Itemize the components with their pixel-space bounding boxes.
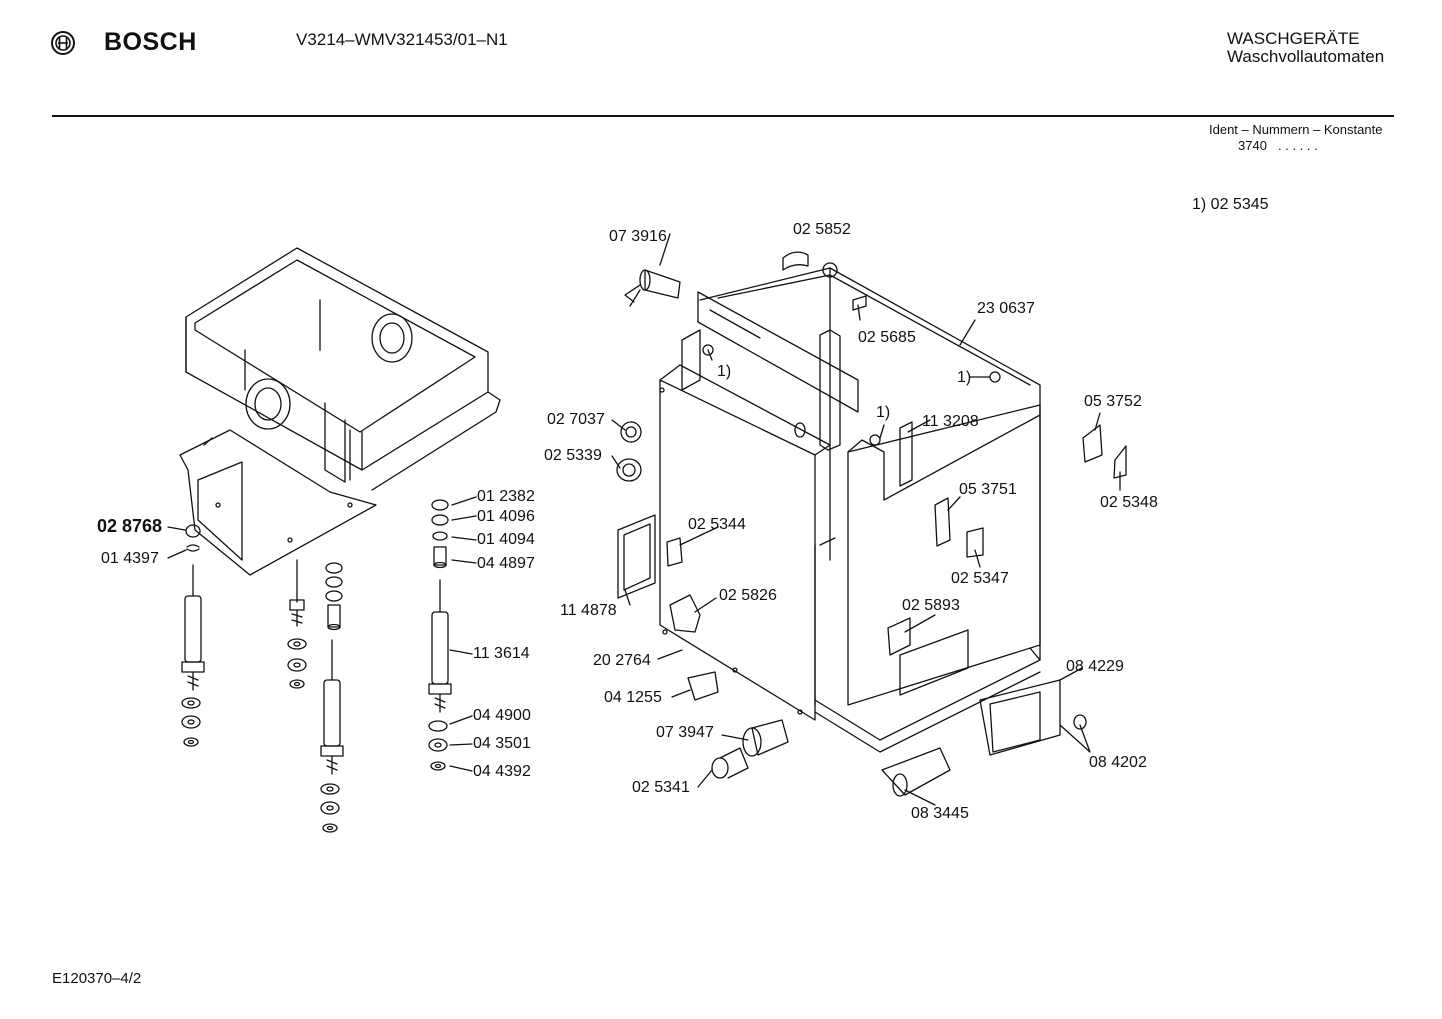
- lock-025893: [888, 618, 910, 655]
- footnote-marker-1: 1): [717, 363, 732, 380]
- part-label-053751: 05 3751: [959, 481, 1017, 498]
- damper-strut-2: [288, 560, 306, 688]
- cabinet-housing: [660, 263, 1040, 752]
- part-label-014397: 01 4397: [101, 550, 159, 567]
- damper-strut-1: [182, 525, 204, 746]
- clip-025852: [783, 252, 808, 270]
- part-label-114878: 11 4878: [560, 602, 617, 619]
- bracket-025347: [967, 528, 983, 557]
- bracket-025348: [1114, 446, 1126, 478]
- part-label-084202: 08 4202: [1089, 754, 1147, 771]
- base-frame-assembly: [180, 248, 500, 575]
- part-label-025344: 02 5344: [688, 516, 746, 533]
- panel-084229: [980, 680, 1060, 755]
- clip-084202: [1074, 715, 1086, 729]
- ident-title: Ident – Nummern – Konstante: [1209, 122, 1383, 137]
- part-label-073916: 07 3916: [609, 228, 667, 245]
- part-label-025341: 02 5341: [632, 779, 690, 796]
- part-label-083445: 08 3445: [911, 805, 969, 822]
- part-label-053752: 05 3752: [1084, 393, 1142, 410]
- brand-name: BOSCH: [104, 28, 197, 56]
- ident-value: 3740: [1238, 138, 1267, 153]
- part-label-113614: 11 3614: [473, 645, 530, 662]
- leader-lines: [168, 234, 1120, 805]
- footnote: 1) 02 5345: [1192, 196, 1269, 213]
- part-label-027037: 02 7037: [547, 411, 605, 428]
- capacitor-073916: [625, 270, 680, 306]
- part-label-025348: 02 5348: [1100, 494, 1158, 511]
- part-label-025339: 02 5339: [544, 447, 602, 464]
- damper-strut-4: [429, 500, 451, 770]
- category-subtitle: Waschvollautomaten: [1227, 47, 1385, 66]
- part-label-041255: 04 1255: [604, 689, 662, 706]
- lock-025826: [670, 595, 700, 632]
- part-label-084229: 08 4229: [1066, 658, 1124, 675]
- bracket-053751: [935, 498, 950, 546]
- ident-dots: . . . . . .: [1278, 138, 1318, 153]
- part-label-073947: 07 3947: [656, 724, 714, 741]
- footer-code: E120370–4/2: [52, 970, 142, 987]
- grommet-025339: [617, 459, 641, 481]
- part-label-025826: 02 5826: [719, 587, 777, 604]
- part-label-028768: 02 8768: [97, 516, 163, 536]
- part-label-025347: 02 5347: [951, 570, 1009, 587]
- part-label-025893: 02 5893: [902, 597, 960, 614]
- gasket-114878: [618, 515, 655, 598]
- part-label-202764: 20 2764: [593, 652, 651, 669]
- part-label-043501: 04 3501: [473, 735, 531, 752]
- part-label-044900: 04 4900: [473, 707, 531, 724]
- part-label-025852: 02 5852: [793, 221, 851, 238]
- category-title: WASCHGERÄTE: [1227, 29, 1360, 48]
- footnote-marker-3: 1): [876, 404, 891, 421]
- footnote-marker-2: 1): [957, 369, 972, 386]
- model-number: V3214–WMV321453/01–N1: [296, 30, 508, 49]
- foot-041255: [688, 672, 718, 700]
- filter-083445: [882, 748, 950, 796]
- grommet-027037: [621, 422, 641, 442]
- part-label-113208: 11 3208: [922, 413, 979, 430]
- part-label-025685: 02 5685: [858, 329, 916, 346]
- clip-025685: [853, 296, 866, 310]
- part-label-014096: 01 4096: [477, 508, 535, 525]
- part-label-044392: 04 4392: [473, 763, 531, 780]
- part-label-044897: 04 4897: [477, 555, 535, 572]
- part-label-014094: 01 4094: [477, 531, 535, 548]
- switch-073947: [743, 720, 788, 756]
- part-label-230637: 23 0637: [977, 300, 1035, 317]
- bracket-025344: [667, 538, 682, 566]
- damper-strut-3: [321, 563, 343, 832]
- bracket-053752: [1083, 425, 1102, 462]
- bosch-logo-icon: [51, 31, 75, 55]
- part-label-012382: 01 2382: [477, 488, 535, 505]
- plug-025341: [712, 748, 748, 778]
- header-divider: [52, 115, 1394, 117]
